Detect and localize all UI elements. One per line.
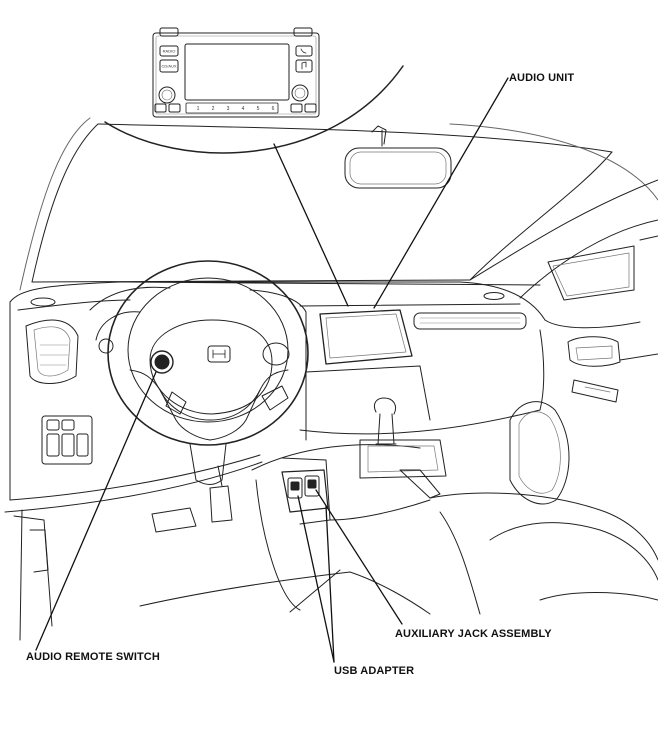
leader-audio-unit <box>373 77 509 309</box>
audio-unit <box>319 309 413 365</box>
usb-aux-panel <box>281 469 329 513</box>
leader-usb-adapter-2 <box>325 505 335 663</box>
cd-aux-button <box>159 59 179 73</box>
preset-5: 5 <box>257 106 260 112</box>
preset-3: 3 <box>227 106 230 112</box>
leader-audio-unit-detail <box>273 143 349 307</box>
preset-1: 1 <box>197 106 200 112</box>
audio-unit-closeup-labels: RADIO CD/AUX 1 2 3 4 5 6 <box>161 49 274 113</box>
steering-column <box>189 443 227 485</box>
preset-6: 6 <box>272 106 275 112</box>
aux-jack <box>304 475 320 497</box>
leader-aux-jack <box>315 489 403 625</box>
leader-lines <box>35 77 509 663</box>
windshield <box>19 117 658 291</box>
instrument-cluster <box>89 286 307 441</box>
audio-remote-switch <box>150 350 174 374</box>
driver-door-edge <box>13 509 53 641</box>
volume-knob <box>158 86 176 104</box>
steering-wheel <box>107 260 309 446</box>
callout-usb-adapter: USB ADAPTER <box>334 665 415 677</box>
center-stack <box>251 365 447 611</box>
callout-audio-remote-switch: AUDIO REMOTE SWITCH <box>26 651 160 663</box>
preset-4: 4 <box>242 106 245 112</box>
music-button <box>295 59 313 73</box>
callout-auxiliary-jack-assembly: AUXILIARY JACK ASSEMBLY <box>395 628 552 640</box>
leader-usb-adapter-1 <box>297 495 335 663</box>
usb-port <box>287 477 303 499</box>
floor <box>139 569 431 615</box>
preset-2: 2 <box>212 106 215 112</box>
leader-audio-remote-switch <box>35 371 157 651</box>
rearview-mirror <box>344 125 452 189</box>
cd-aux-button-label: CD/AUX <box>161 64 176 69</box>
radio-button-label: RADIO <box>163 49 176 54</box>
passenger-door <box>509 319 658 505</box>
callout-audio-unit: AUDIO UNIT <box>509 72 575 84</box>
dashboard <box>4 281 546 513</box>
passenger-seat <box>429 492 658 615</box>
radio-button <box>159 45 179 57</box>
audio-unit-closeup <box>104 27 404 154</box>
left-air-vent <box>25 319 79 384</box>
pedals <box>151 465 233 533</box>
tune-knob <box>291 84 309 102</box>
left-switch-panel <box>41 415 93 465</box>
phone-button <box>295 45 313 57</box>
